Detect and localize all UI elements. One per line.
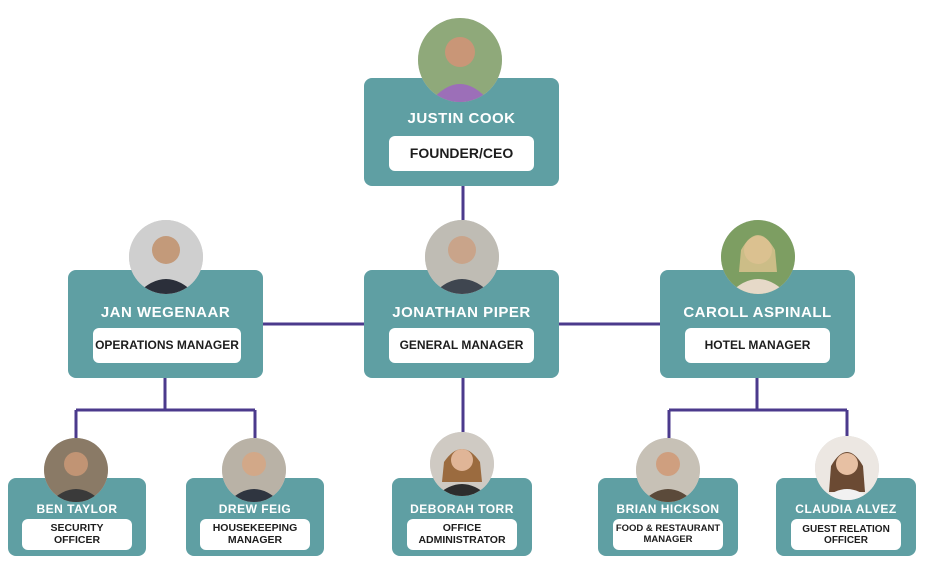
person-photo-icon — [44, 438, 108, 502]
person-photo-icon — [430, 432, 494, 496]
node-claudia-title-line-1: GUEST RELATION — [802, 523, 890, 535]
avatar-brian — [636, 438, 700, 502]
node-gm-title-line: GENERAL MANAGER — [399, 337, 524, 352]
node-drew-title-line-2: MANAGER — [227, 533, 283, 546]
person-photo-icon — [636, 438, 700, 502]
node-brian-title-line-2: MANAGER — [643, 533, 693, 545]
avatar-ceo — [418, 18, 502, 102]
avatar-hotel — [721, 220, 795, 294]
node-ceo-name: JUSTIN COOK — [407, 110, 516, 127]
node-ceo-title: FOUNDER/CEO — [389, 136, 534, 171]
node-deb-title-line-2: ADMINISTRATOR — [418, 533, 506, 546]
avatar-drew — [222, 438, 286, 502]
person-photo-icon — [129, 220, 203, 294]
person-photo-icon — [721, 220, 795, 294]
avatar-ops — [129, 220, 203, 294]
node-drew-title: HOUSEKEEPING MANAGER — [200, 519, 310, 550]
node-claudia-title: GUEST RELATION OFFICER — [791, 519, 901, 550]
person-photo-icon — [425, 220, 499, 294]
node-drew-name: DREW FEIG — [218, 502, 292, 516]
node-ben-title: SECURITY OFFICER — [22, 519, 132, 550]
node-deb-name: DEBORAH TORR — [410, 502, 514, 516]
node-claudia-name: CLAUDIA ALVEZ — [795, 502, 897, 516]
node-ops: JAN WEGENAAR OPERATIONS MANAGER — [68, 270, 263, 378]
avatar-gm — [425, 220, 499, 294]
person-photo-icon — [418, 18, 502, 102]
node-ben-name: BEN TAYLOR — [36, 502, 118, 516]
node-drew: DREW FEIG HOUSEKEEPING MANAGER — [186, 478, 324, 556]
node-hotel-title-line: HOTEL MANAGER — [704, 337, 811, 352]
avatar-ben — [44, 438, 108, 502]
node-hotel: CAROLL ASPINALL HOTEL MANAGER — [660, 270, 855, 378]
person-photo-icon — [815, 436, 879, 500]
node-ben-title-line-2: OFFICER — [53, 533, 101, 546]
node-ops-title: OPERATIONS MANAGER — [93, 328, 241, 363]
node-brian-title: FOOD & RESTAURANT MANAGER — [613, 519, 723, 550]
node-brian-name: BRIAN HICKSON — [616, 502, 720, 516]
node-gm-name: JONATHAN PIPER — [392, 304, 531, 321]
node-drew-title-line-1: HOUSEKEEPING — [212, 521, 298, 534]
node-claudia-title-line-2: OFFICER — [824, 534, 868, 546]
avatar-claudia — [815, 436, 879, 500]
node-ceo-title-line: FOUNDER/CEO — [409, 144, 514, 161]
node-hotel-title: HOTEL MANAGER — [685, 328, 830, 363]
person-photo-icon — [222, 438, 286, 502]
node-gm-title: GENERAL MANAGER — [389, 328, 534, 363]
node-deb-title-line-1: OFFICE — [442, 521, 482, 534]
avatar-deb — [430, 432, 494, 496]
node-brian-title-line-1: FOOD & RESTAURANT — [615, 523, 721, 535]
node-deb-title: OFFICE ADMINISTRATOR — [407, 519, 517, 550]
node-ben-title-line-1: SECURITY — [50, 521, 104, 534]
node-hotel-name: CAROLL ASPINALL — [683, 304, 832, 321]
node-ops-title-line: OPERATIONS MANAGER — [95, 337, 239, 352]
node-ops-name: JAN WEGENAAR — [100, 304, 231, 321]
